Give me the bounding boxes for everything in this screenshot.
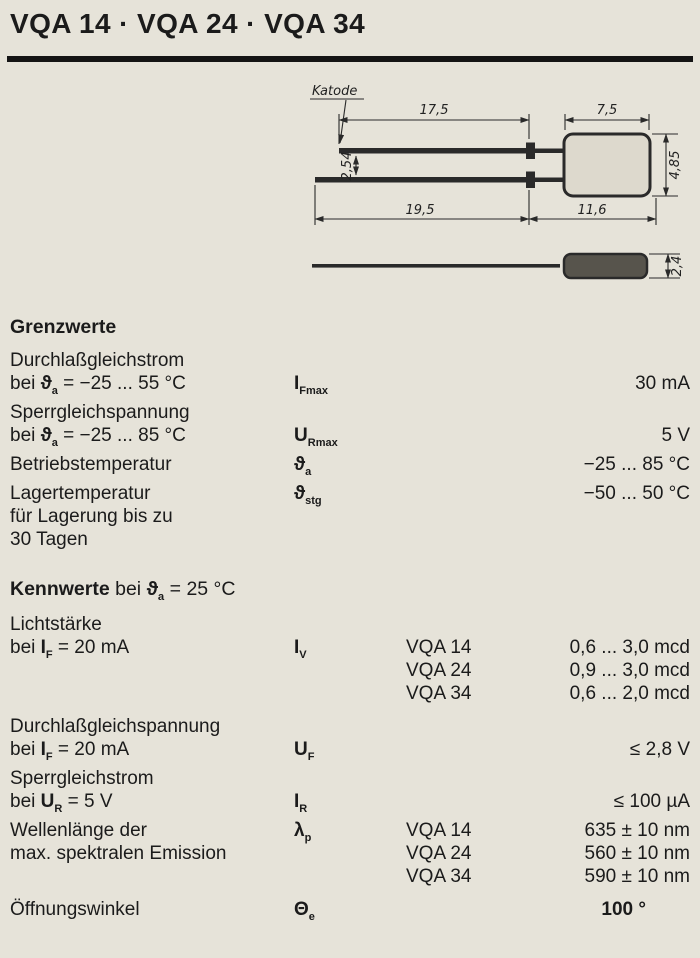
section-heading-grenzwerte: Grenzwerte (10, 316, 117, 338)
param-symbol: IFmax (294, 373, 329, 397)
param-value: −50 ... 50 °C (583, 483, 690, 504)
variant-value: 0,9 ... 3,0 mcd (569, 660, 690, 681)
param-value: 5 V (661, 425, 690, 446)
variant-type: VQA 14 (406, 820, 472, 841)
variant-value: 635 ± 10 nm (584, 820, 691, 841)
param-name-line2: max. spektralen Emission (10, 843, 227, 864)
param-value: ≤ 2,8 V (629, 739, 690, 760)
variant-type: VQA 24 (406, 660, 472, 681)
dim-label-body-diameter: 4,85 (668, 151, 683, 180)
led-body (562, 132, 652, 198)
dim-label-lead-pitch: 2,54 (340, 152, 355, 181)
table-row: Durchlaßgleichspannung bei IF = 20 mA UF… (10, 715, 692, 763)
param-name: Sperrgleichstrom (10, 768, 154, 789)
dim-label-lower-lead-length: 19,5 (406, 203, 435, 218)
table-row: Lichtstärke bei IF = 20 mA IV VQA 14 0,6… (10, 613, 692, 705)
param-symbol: ϑa (294, 454, 312, 478)
table-row: Wellenlänge der λp VQA 14 635 ± 10 nm ma… (10, 819, 692, 888)
title-rule (7, 56, 693, 62)
table-row: Öffnungswinkel Θe 100 ° (10, 898, 692, 923)
param-name: Lichtstärke (10, 614, 102, 635)
param-condition: bei UR = 5 V (10, 791, 113, 815)
variant-value: 0,6 ... 3,0 mcd (569, 637, 690, 658)
param-symbol: URmax (294, 425, 338, 449)
variant-type: VQA 34 (406, 683, 472, 704)
param-name: Sperrgleichspannung (10, 402, 190, 423)
table-row: Durchlaßgleichstrom bei ϑa = −25 ... 55 … (10, 349, 692, 397)
param-value: −25 ... 85 °C (583, 454, 690, 475)
led-side-view (312, 252, 649, 280)
param-name: Durchlaßgleichspannung (10, 716, 221, 737)
dim-label-small-body-diameter: 2,4 (670, 256, 685, 277)
param-symbol: UF (294, 739, 315, 763)
param-value: 30 mA (635, 373, 690, 394)
param-symbol: Θe (294, 899, 315, 923)
param-condition: für Lagerung bis zu (10, 506, 173, 527)
led-dimension-drawing: Katode 17,5 7,5 2,54 4,85 19,5 11,6 2,4 (310, 84, 685, 280)
param-condition: bei ϑa = −25 ... 55 °C (10, 373, 186, 397)
param-name: Lagertemperatur (10, 483, 151, 504)
param-condition: bei IF = 20 mA (10, 739, 130, 763)
param-symbol: IR (294, 791, 308, 815)
variant-type: VQA 14 (406, 637, 472, 658)
katode-label: Katode (312, 84, 357, 99)
param-value: 100 ° (601, 899, 646, 920)
table-row: Lagertemperatur ϑstg −50 ... 50 °C für L… (10, 482, 692, 551)
dim-label-body-total-length: 11,6 (578, 203, 607, 218)
katode-leader-arrow (338, 99, 347, 144)
param-symbol: λp (294, 820, 312, 844)
param-value: ≤ 100 µA (613, 791, 690, 812)
param-name: Wellenlänge der (10, 820, 147, 841)
variant-type: VQA 34 (406, 866, 472, 887)
section-heading-kennwerte: Kennwerte bei ϑa = 25 °C (10, 578, 236, 603)
param-name: Betriebstemperatur (10, 454, 172, 475)
variant-value: 0,6 ... 2,0 mcd (569, 683, 690, 704)
page-title: VQA 14 · VQA 24 · VQA 34 (10, 8, 366, 39)
param-name: Durchlaßgleichstrom (10, 350, 185, 371)
param-name: Öffnungswinkel (10, 899, 140, 920)
datasheet-table: Grenzwerte Durchlaßgleichstrom bei ϑa = … (10, 316, 692, 927)
dim-label-lead-length: 17,5 (420, 103, 449, 118)
param-symbol: IV (294, 637, 307, 661)
variant-value: 590 ± 10 nm (584, 866, 691, 887)
param-condition: bei ϑa = −25 ... 85 °C (10, 425, 186, 449)
table-row: Betriebstemperatur ϑa −25 ... 85 °C (10, 453, 692, 478)
param-condition: 30 Tagen (10, 529, 88, 550)
param-symbol: ϑstg (294, 483, 322, 507)
led-leads (315, 142, 565, 188)
param-condition: bei IF = 20 mA (10, 637, 130, 661)
variant-value: 560 ± 10 nm (584, 843, 691, 864)
variant-type: VQA 24 (406, 843, 472, 864)
dim-label-body-length: 7,5 (597, 103, 618, 118)
table-row: Sperrgleichstrom bei UR = 5 V IR ≤ 100 µ… (10, 767, 692, 815)
table-row: Sperrgleichspannung bei ϑa = −25 ... 85 … (10, 401, 692, 449)
